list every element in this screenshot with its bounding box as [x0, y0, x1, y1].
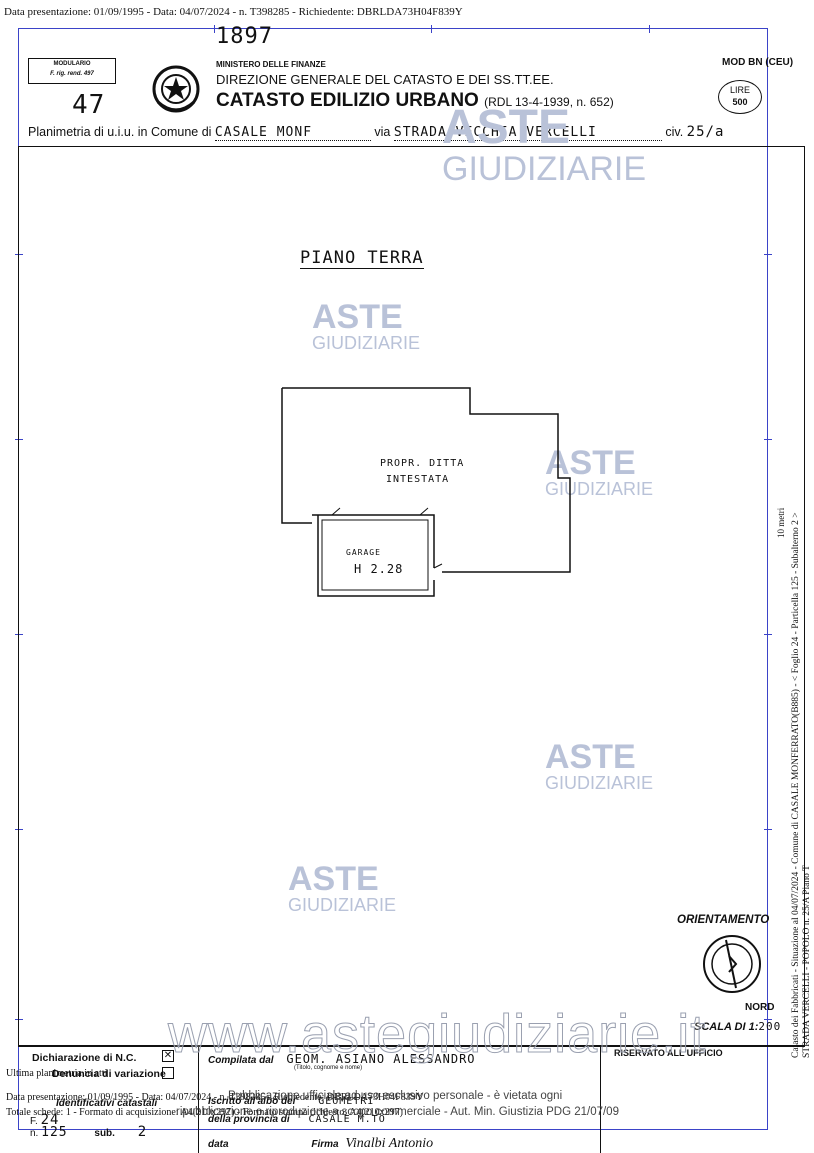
disclaimer-2: ripubblicazione o riproduzione a scopo c… — [176, 1106, 619, 1118]
plan-outline — [282, 387, 571, 573]
garage-outline — [312, 514, 435, 597]
watermark-giudiziarie: GIUDIZIARIE — [442, 150, 647, 188]
side-text: Catasto dei Fabbricati - Situazione al 0… — [776, 508, 813, 1058]
sheet-number: 47 — [72, 90, 106, 120]
foglio-label: F. — [30, 1116, 38, 1127]
modulario-line1: MODULARIO — [53, 61, 91, 67]
foglio-row: F. 24 — [30, 1112, 59, 1128]
compilata-value: GEOM. ASIANO ALESSANDRO — [286, 1052, 476, 1066]
firma-label: Firma — [311, 1139, 339, 1150]
num-value: 125 — [41, 1125, 68, 1140]
mod-bn-label: MOD BN (CEU) — [722, 57, 794, 68]
watermark-logo: ASTE GIUDIZIARIE — [288, 862, 396, 914]
iscritto-value: GEOMETRI — [318, 1096, 375, 1107]
num-row: n. 125 sub. 2 — [30, 1124, 147, 1140]
firma-value: Vinalbi Antonio — [345, 1136, 434, 1151]
via-value: STRADA VECCHIA VERCELLI — [393, 125, 662, 141]
watermark-logo: ASTE GIUDIZIARIE — [442, 101, 647, 188]
watermark-aste: ASTE — [545, 444, 636, 482]
room-label-1: PROPR. DITTA — [380, 458, 465, 469]
scale-label: SCALA DI 1: — [694, 1021, 759, 1033]
side-line-1: Catasto dei Fabbricati - Situazione al 0… — [791, 512, 801, 1058]
door-mark — [331, 507, 443, 569]
num-label: n. — [30, 1128, 39, 1139]
planimetria-line: Planimetria di u.i.u. in Comune di CASAL… — [28, 124, 788, 141]
iscritto-row: Iscritto all'albo dei GEOMETRI — [208, 1096, 374, 1107]
dichiarazione-checkbox[interactable]: ✕ — [162, 1050, 174, 1062]
watermark-aste: ASTE — [288, 860, 379, 898]
catasto-title-text: CATASTO EDILIZIO URBANO — [216, 90, 479, 111]
watermark-aste: ASTE — [312, 298, 403, 336]
room-label-2: INTESTATA — [386, 474, 450, 485]
side-meters: 10 metri — [776, 507, 786, 538]
catasto-title: CATASTO EDILIZIO URBANO (RDL 13-4-1939, … — [216, 90, 614, 112]
bottom-table — [18, 1046, 805, 1153]
floor-plan — [281, 387, 571, 597]
firma-row: data Firma Vinalbi Antonio — [208, 1136, 433, 1152]
scale-line: SCALA DI 1:200 — [694, 1020, 781, 1033]
provincia-row: della provincia di CASALE M.TO — [208, 1114, 386, 1125]
modulario-line2: F. rig. rend. 497 — [50, 71, 94, 77]
identificativi-label: Identificativi catastali — [56, 1098, 158, 1109]
denuncia-checkbox[interactable] — [162, 1067, 174, 1079]
rdl-label: (RDL 13-4-1939, n. 652) — [484, 95, 614, 109]
dichiarazione-label: Dichiarazione di N.C. — [32, 1052, 137, 1064]
lire-value: 500 — [732, 97, 748, 107]
modulario-box: MODULARIO F. rig. rend. 497 — [28, 58, 116, 84]
iscritto-label: Iscritto all'albo dei — [208, 1096, 296, 1107]
watermark-site: www.astegiudiziarie.it — [167, 1004, 707, 1065]
provincia-value: CASALE M.TO — [308, 1114, 386, 1125]
watermark-giudiziarie: GIUDIZIARIE — [288, 895, 397, 915]
watermark-giudiziarie: GIUDIZIARIE — [312, 333, 421, 353]
planimetria-prefix: Planimetria di u.i.u. in Comune di — [28, 125, 212, 139]
garage-height: H 2.28 — [354, 562, 404, 576]
sub-value: 2 — [137, 1124, 148, 1140]
side-line-2: STRADA VERCELLI - POPOLO n. 25/A Piano T — [802, 865, 812, 1058]
via-label: via — [374, 125, 391, 139]
lire-label: LIRE — [729, 85, 750, 95]
disclaimer-1: Pubblicazione ufficiale ad uso esclusivo… — [228, 1090, 563, 1102]
data-label: data — [208, 1139, 229, 1150]
compilata-row: Compilata dal GEOM. ASIANO ALESSANDRO — [208, 1052, 476, 1066]
watermark-logo: ASTE GIUDIZIARIE — [312, 300, 420, 352]
plan-left-wall — [281, 388, 312, 524]
drawing-area — [18, 146, 805, 1046]
footer-line-2: Totale schede: 1 - Formato di acquisizio… — [6, 1107, 403, 1118]
riservato-label: RISERVATO ALL'UFFICIO — [614, 1048, 723, 1058]
watermark-aste: ASTE — [545, 738, 636, 776]
footer-line-1: Data presentazione: 01/09/1995 - Data: 0… — [6, 1092, 423, 1103]
orientation-label: ORIENTAMENTO — [677, 914, 770, 926]
sub-label: sub. — [94, 1128, 115, 1139]
lire-badge: LIRE 500 — [718, 80, 762, 114]
watermark-logo: ASTE GIUDIZIARIE — [545, 740, 653, 792]
watermark-giudiziarie: GIUDIZIARIE — [545, 773, 654, 793]
watermark-logo: ASTE GIUDIZIARIE — [545, 446, 653, 498]
watermark-giudiziarie: GIUDIZIARIE — [545, 479, 654, 499]
denuncia-label: Denuncia di variazione — [52, 1068, 166, 1080]
direzione-label: DIREZIONE GENERALE DEL CATASTO E DEI SS.… — [216, 72, 554, 87]
plan-title: PIANO TERRA — [300, 248, 424, 269]
north-label: NORD — [745, 1002, 775, 1013]
civ-label: civ. — [665, 125, 684, 139]
provincia-label: della provincia di — [208, 1114, 290, 1125]
handwritten-number: 1897 — [216, 24, 273, 49]
compass-icon — [700, 932, 764, 996]
republic-emblem-icon — [150, 62, 202, 118]
comune-value: CASALE MONF — [214, 125, 371, 141]
ministry-label: MINISTERO DELLE FINANZE — [216, 60, 326, 69]
civ-value: 25/a — [686, 124, 725, 140]
garage-inner — [321, 519, 429, 591]
watermark-aste: ASTE — [442, 101, 571, 154]
ultima-planimetria: Ultima planimetria in atti — [6, 1068, 108, 1079]
compilata-sub: (Titolo, cognome e nome) — [294, 1065, 363, 1071]
header-text: Data presentazione: 01/09/1995 - Data: 0… — [4, 6, 463, 18]
foglio-value: 24 — [40, 1112, 60, 1128]
garage-label: GARAGE — [346, 548, 381, 557]
compilata-label: Compilata dal — [208, 1055, 274, 1066]
scale-value: 200 — [758, 1020, 782, 1033]
